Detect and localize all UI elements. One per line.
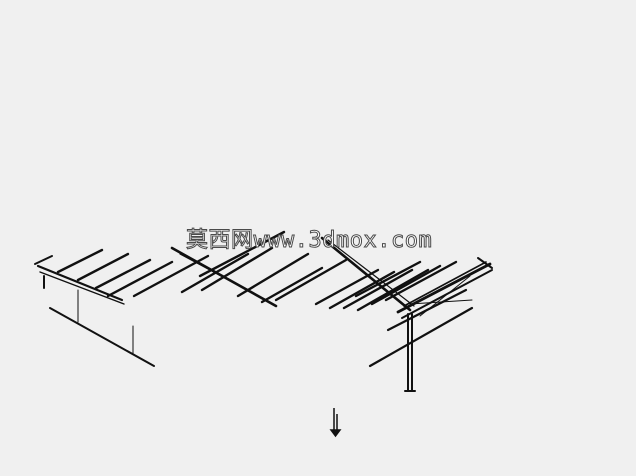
watermark-text: 莫西网www.3dmox.com: [185, 228, 433, 254]
left-ridge-beam: [34, 255, 125, 305]
corner-column: [404, 313, 416, 392]
left-end-frame: [43, 275, 155, 367]
right-bracing: [368, 275, 474, 368]
purlins-right: [314, 260, 458, 312]
purlins-middle: [180, 230, 348, 304]
axis-gizmo-icon: [329, 408, 342, 438]
